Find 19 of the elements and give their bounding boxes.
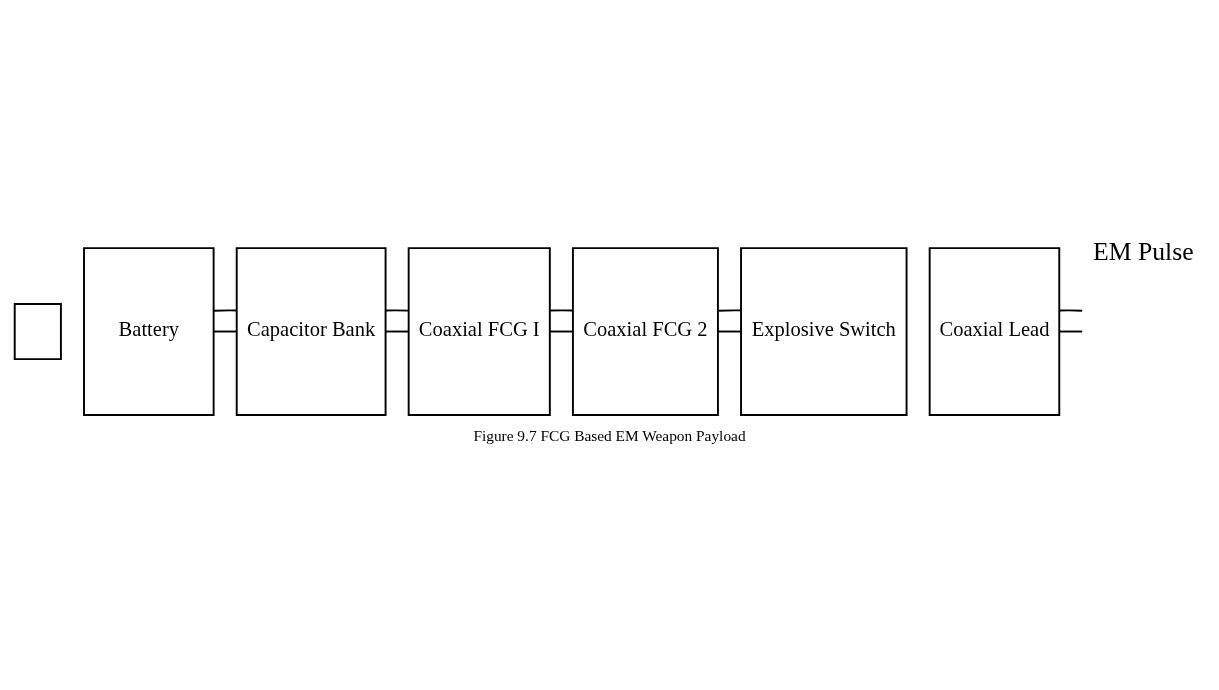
node-box: Explosive Switch <box>740 247 908 416</box>
connector <box>212 309 238 312</box>
node-box: Coaxial FCG 2 <box>571 247 719 416</box>
connector <box>212 330 238 333</box>
connector <box>385 330 410 333</box>
connector <box>385 309 410 312</box>
connector <box>1058 309 1084 312</box>
connector <box>717 330 742 333</box>
connector <box>548 309 574 312</box>
node-box: Capacitor Bank <box>235 247 387 416</box>
connector <box>1058 330 1084 333</box>
connector <box>717 309 742 312</box>
caption: Figure 9.7 FCG Based EM Weapon Payload <box>473 427 746 445</box>
connector <box>548 330 574 333</box>
node-box: Battery <box>83 247 215 416</box>
node-text: EM Pulse <box>1093 236 1194 266</box>
node-box: Coaxial Lead <box>928 247 1061 416</box>
node-box: Coaxial FCG I <box>407 247 551 416</box>
node-box <box>13 303 62 361</box>
